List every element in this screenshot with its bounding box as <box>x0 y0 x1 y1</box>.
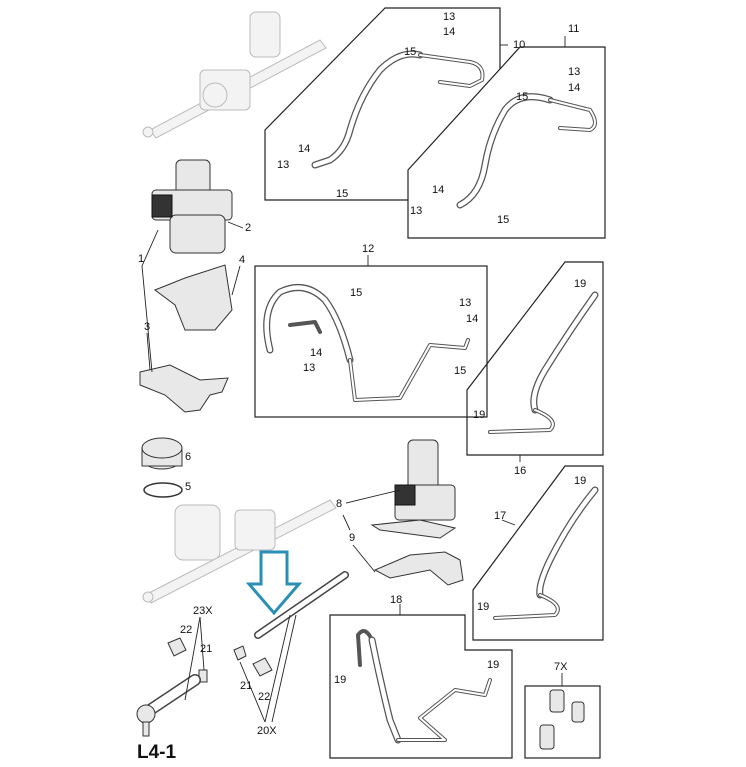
hose-12 <box>263 284 470 402</box>
callout-15: 15 <box>516 91 528 103</box>
diagram-title: L4-1 <box>137 742 177 763</box>
callout-15: 15 <box>404 46 416 58</box>
callout-14: 14 <box>466 313 478 325</box>
callout-21: 21 <box>240 680 252 692</box>
mounts-7x <box>539 689 585 750</box>
bracket-4 <box>153 264 233 331</box>
callout-23x: 23X <box>193 605 213 617</box>
callout-labels: 10 11 13 14 15 13 14 15 14 13 15 14 13 1… <box>137 11 586 763</box>
callout-19: 19 <box>477 601 489 613</box>
bracket-9 <box>373 551 464 586</box>
callout-8: 8 <box>336 498 342 510</box>
callout-13: 13 <box>410 205 422 217</box>
pump-assembly <box>151 159 233 254</box>
hose-10 <box>311 50 485 169</box>
box-12 <box>254 265 488 418</box>
callout-15: 15 <box>336 188 348 200</box>
highlight-arrow-icon <box>245 550 303 616</box>
callout-14: 14 <box>310 347 322 359</box>
callout-21: 21 <box>200 643 212 655</box>
callout-6: 6 <box>185 451 191 463</box>
callout-19: 19 <box>487 659 499 671</box>
callout-16: 16 <box>514 465 526 477</box>
hose-11 <box>456 93 597 209</box>
callout-15: 15 <box>497 214 509 226</box>
callout-13: 13 <box>459 297 471 309</box>
callout-1: 1 <box>138 253 144 265</box>
box-7x <box>524 685 601 759</box>
callout-20x: 20X <box>257 725 277 737</box>
leader-lines <box>141 36 566 723</box>
o-ring-5 <box>143 482 183 498</box>
tie-rod-end-23x <box>136 637 208 737</box>
callout-14: 14 <box>298 143 310 155</box>
callout-14: 14 <box>432 184 444 196</box>
hose-16 <box>488 291 599 434</box>
bracket-3 <box>139 364 229 413</box>
callout-13: 13 <box>568 66 580 78</box>
callout-19: 19 <box>574 475 586 487</box>
callout-4: 4 <box>239 254 245 266</box>
box-17 <box>472 465 604 641</box>
steering-rack-ghost-top <box>142 11 327 139</box>
callout-14: 14 <box>443 26 455 38</box>
callout-22: 22 <box>258 691 270 703</box>
callout-17: 17 <box>494 510 506 522</box>
callout-11: 11 <box>568 23 579 35</box>
pump-assembly-8 <box>370 439 457 539</box>
callout-18: 18 <box>390 594 402 606</box>
hose-18 <box>356 629 492 744</box>
steering-rack-ghost-bottom <box>142 499 337 604</box>
tie-rod-20x <box>233 571 349 677</box>
callout-5: 5 <box>185 481 191 493</box>
callout-13: 13 <box>443 11 455 23</box>
callout-19: 19 <box>473 409 485 421</box>
callout-10: 10 <box>513 39 525 51</box>
callout-13: 13 <box>303 362 315 374</box>
callout-19: 19 <box>574 278 586 290</box>
callout-22: 22 <box>180 624 192 636</box>
callout-15: 15 <box>454 365 466 377</box>
callout-2: 2 <box>245 222 251 234</box>
box-11 <box>407 46 606 239</box>
box-18 <box>329 614 513 759</box>
callout-13: 13 <box>277 159 289 171</box>
callout-14: 14 <box>568 82 580 94</box>
cap-6 <box>141 437 183 470</box>
callout-12: 12 <box>362 243 374 255</box>
callout-19: 19 <box>334 674 346 686</box>
callout-9: 9 <box>349 532 355 544</box>
callout-15: 15 <box>350 287 362 299</box>
box-16 <box>466 261 604 456</box>
callout-7x: 7X <box>554 661 568 673</box>
hose-17 <box>493 486 599 620</box>
callout-3: 3 <box>144 321 150 333</box>
